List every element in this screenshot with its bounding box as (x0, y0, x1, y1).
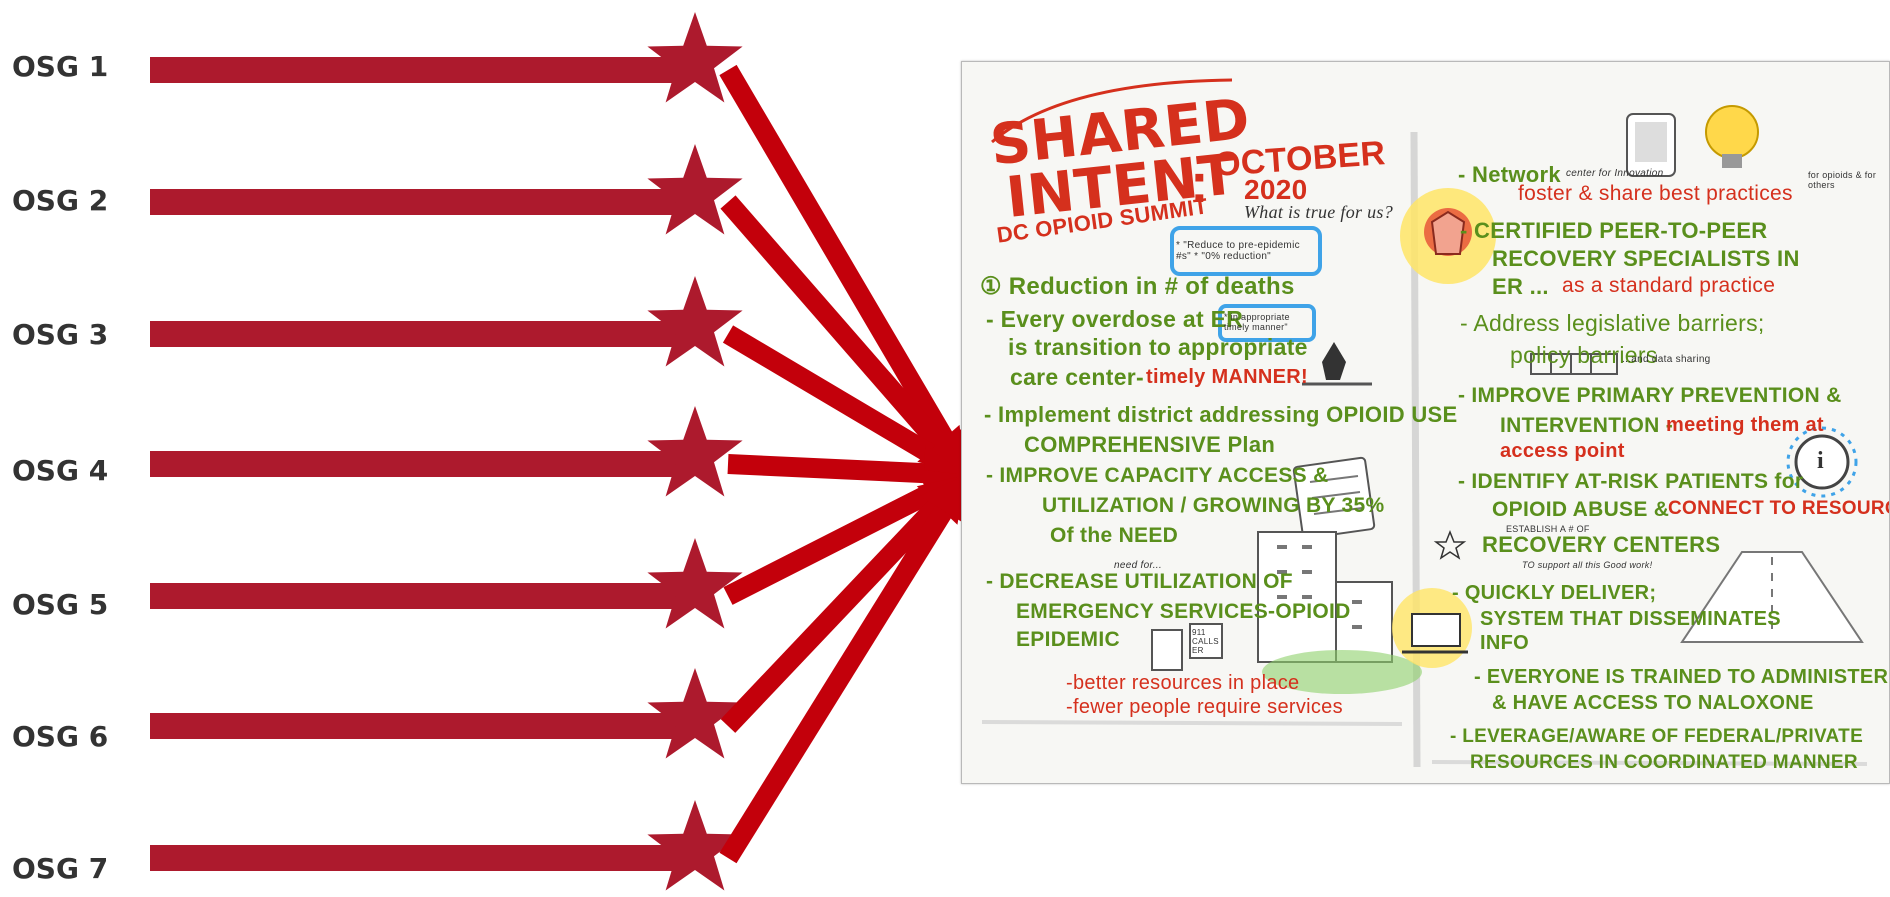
left-line-3: is transition to appropriate (1008, 334, 1308, 360)
left-line-14: -fewer people require services (1066, 696, 1343, 718)
osg-label-1: OSG 1 (12, 50, 109, 83)
osg-bar-7 (150, 845, 690, 871)
left-line-10: - DECREASE UTILIZATION OF (986, 570, 1293, 593)
right-line-15: - QUICKLY DELIVER; (1452, 582, 1657, 604)
right-line-1: - Network (1458, 162, 1561, 187)
left-line-11: EMERGENCY SERVICES-OPIOID (1016, 600, 1351, 623)
right-line-9-red: meeting them at (1666, 414, 1824, 436)
info-icon-letter: i (1817, 448, 1824, 474)
right-line-10: access point (1500, 440, 1625, 462)
left-line-1: ① Reduction in # of deaths (980, 273, 1295, 300)
right-line-13-small: ESTABLISH A # OF (1506, 524, 1590, 534)
right-line-7-small: ...and data sharing (1622, 354, 1711, 365)
osg-bar-5 (150, 583, 690, 609)
osg-star-4 (647, 406, 743, 497)
osg-bars (150, 57, 690, 871)
osg-star-3 (647, 276, 743, 367)
right-line-13: RECOVERY CENTERS (1482, 532, 1721, 557)
poster-question: What is true for us? (1244, 202, 1394, 222)
converging-arrow-4 (727, 454, 925, 484)
right-line-9: INTERVENTION - (1500, 414, 1673, 437)
left-line-5: - Implement district addressing OPIOID U… (984, 402, 1458, 427)
osg-stars (647, 12, 743, 891)
osg-bar-1 (150, 57, 690, 83)
left-line-9: Of the NEED (1050, 524, 1179, 547)
right-line-18: - EVERYONE IS TRAINED TO ADMINISTER (1474, 666, 1889, 688)
climber-icon (1322, 342, 1346, 380)
right-line-7: policy barriers (1510, 342, 1658, 368)
osg-bar-6 (150, 713, 690, 739)
right-line-12: OPIOID ABUSE & (1492, 498, 1670, 521)
right-line-21: RESOURCES IN COORDINATED MANNER (1470, 752, 1858, 773)
lightbulb-icon (1705, 105, 1759, 159)
poster-title-colon: : (1190, 151, 1209, 214)
laptop-icon (1411, 613, 1461, 647)
osg-label-2: OSG 2 (12, 184, 109, 217)
osg-label-7: OSG 7 (12, 852, 109, 885)
osg-star-6 (647, 668, 743, 759)
right-line-5: ER ... (1492, 274, 1549, 299)
left-line-7: - IMPROVE CAPACITY ACCESS & (986, 464, 1329, 487)
right-line-14-small: TO support all this Good work! (1522, 560, 1653, 570)
right-line-8: - IMPROVE PRIMARY PREVENTION & (1458, 384, 1842, 407)
right-line-1-small: center for Innovation (1566, 168, 1664, 179)
osg-bar-4 (150, 451, 690, 477)
right-line-5-red: as a standard practice (1562, 274, 1776, 297)
left-line-13: -better resources in place (1066, 672, 1300, 694)
left-line-4-red: timely MANNER! (1146, 366, 1308, 388)
info-icon (1794, 434, 1850, 490)
converging-arrows (719, 64, 969, 864)
osg-label-3: OSG 3 (12, 318, 109, 351)
right-line-2: foster & share best practices (1518, 182, 1793, 205)
osg-star-7 (647, 800, 743, 891)
osg-star-5 (647, 538, 743, 629)
right-line-6: - Address legislative barriers; (1460, 310, 1765, 336)
shared-intent-poster: SHARED INTENT : OCTOBER 2020 DC OPIOID S… (961, 61, 1890, 784)
right-line-19: & HAVE ACCESS TO NALOXONE (1492, 692, 1814, 714)
converging-arrow-6 (720, 498, 945, 733)
left-line-4: care center- (1010, 364, 1145, 390)
right-line-12-red: CONNECT TO RESOURCES (1668, 498, 1889, 519)
converging-arrow-3 (722, 325, 935, 463)
converging-arrow-5 (723, 485, 934, 605)
converging-arrow-1 (719, 64, 954, 444)
osg-bar-3 (150, 321, 690, 347)
left-line-2: - Every overdose at ER (986, 306, 1244, 332)
blue-note-box (1170, 226, 1322, 276)
right-line-20: - LEVERAGE/AWARE OF FEDERAL/PRIVATE (1450, 726, 1864, 747)
converging-arrowhead-7 (920, 475, 968, 526)
osg-star-2 (647, 144, 743, 235)
left-line-8: UTILIZATION / GROWING BY 35% (1042, 494, 1385, 517)
left-line-6: COMPREHENSIVE Plan (1024, 432, 1276, 457)
poster-decorations (981, 78, 1868, 768)
right-line-16: SYSTEM THAT DISSEMINATES (1480, 608, 1781, 630)
osg-label-5: OSG 5 (12, 588, 109, 621)
converging-arrow-7 (719, 505, 953, 864)
poster-title-year: 2020 (1244, 174, 1308, 205)
left-line-10-small: need for... (1114, 560, 1162, 571)
left-line-2-note: * in appropriate timely manner" (1224, 312, 1290, 332)
right-line-4: RECOVERY SPECIALISTS IN (1492, 246, 1800, 271)
hospital-icon (1257, 531, 1337, 663)
converging-arrow-2 (720, 195, 946, 450)
osg-label-6: OSG 6 (12, 720, 109, 753)
right-line-1-side: for opioids & for others (1808, 170, 1877, 190)
right-line-17: INFO (1480, 632, 1529, 654)
osg-bar-2 (150, 189, 690, 215)
left-line-12: EPIDEMIC (1016, 628, 1120, 651)
osg-star-1 (647, 12, 743, 103)
right-line-11: - IDENTIFY AT-RISK PATIENTS for (1458, 470, 1804, 493)
osg-label-4: OSG 4 (12, 454, 109, 487)
document-icon (1292, 456, 1376, 540)
right-line-3: - CERTIFIED PEER-TO-PEER (1460, 218, 1768, 243)
blue-note-text: * "Reduce to pre-epidemic #s" * "0% redu… (1176, 240, 1300, 262)
sign-911: 911 CALLS ER (1192, 628, 1219, 655)
